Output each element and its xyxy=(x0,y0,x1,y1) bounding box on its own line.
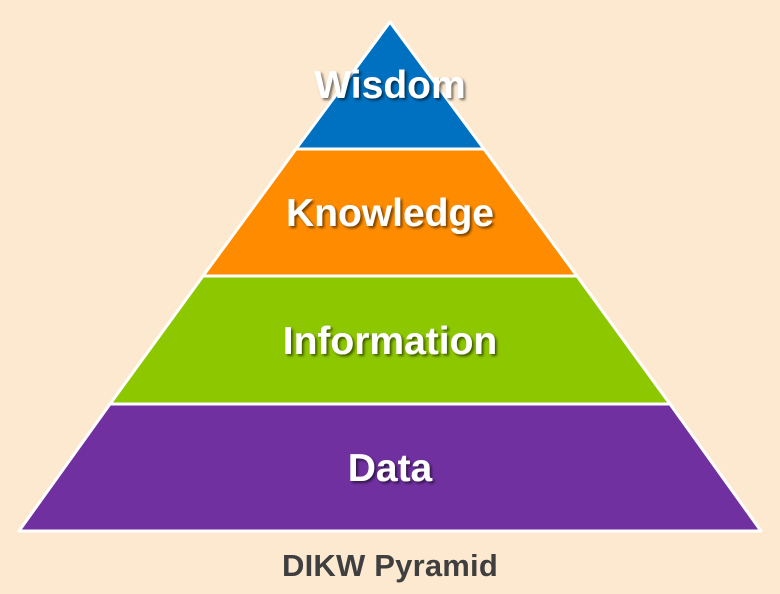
tier-label-data: Data xyxy=(348,447,433,490)
diagram-caption: DIKW Pyramid xyxy=(282,548,498,583)
tier-label-information: Information xyxy=(283,320,497,363)
pyramid-tier-data xyxy=(17,402,763,533)
tier-label-knowledge: Knowledge xyxy=(286,192,494,235)
tier-label-wisdom: Wisdom xyxy=(314,64,465,107)
